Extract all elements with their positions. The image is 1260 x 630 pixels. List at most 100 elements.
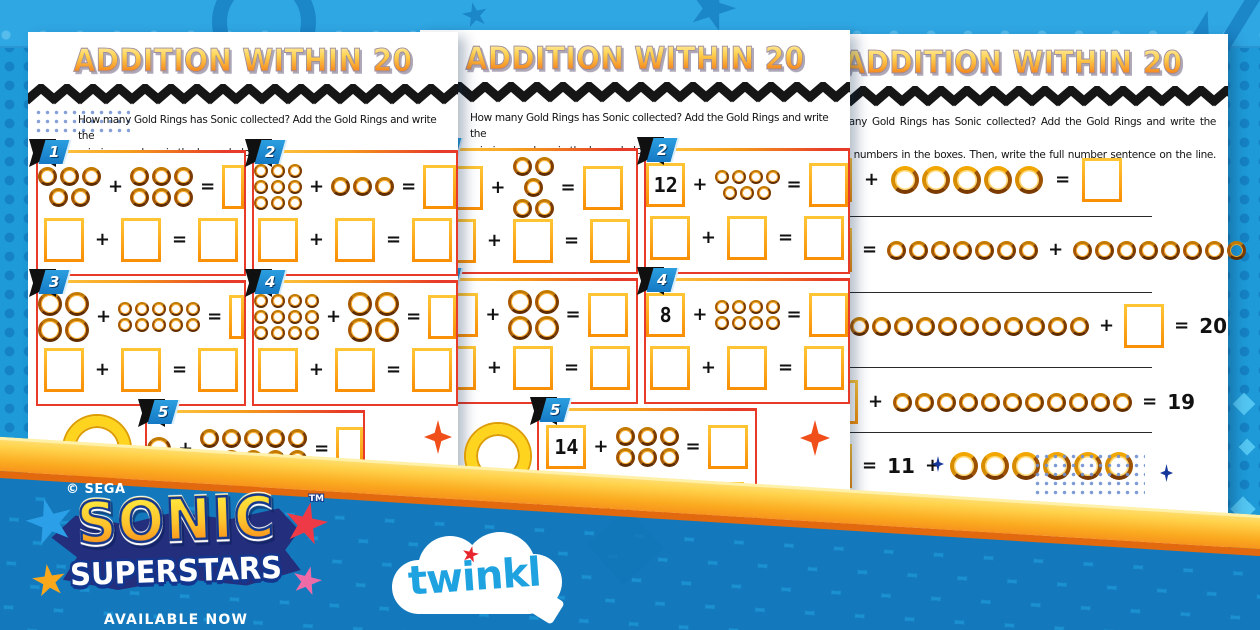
gold-ring-icon	[984, 166, 1013, 194]
gold-ring-icon	[637, 426, 657, 446]
gold-ring-icon	[1070, 316, 1089, 336]
plus-sign: +	[94, 229, 110, 251]
problem-box: 3 + = + =	[29, 269, 246, 406]
gold-ring-icon	[254, 179, 268, 194]
equals-sign: =	[564, 357, 580, 379]
plus-sign: +	[692, 303, 708, 325]
gold-ring-icon	[200, 428, 220, 448]
gold-ring-icon	[765, 169, 780, 184]
gold-ring-icon	[982, 316, 1001, 336]
gold-ring-icon	[348, 317, 373, 342]
gold-ring-group	[38, 166, 101, 208]
cloud-icon	[400, 566, 552, 614]
gold-ring-icon	[887, 240, 907, 260]
problem-badge: 2	[637, 137, 680, 165]
gold-ring-icon	[271, 195, 285, 210]
gold-ring-group	[893, 392, 1133, 413]
gold-ring-icon	[222, 428, 242, 448]
gold-ring-icon	[534, 315, 559, 340]
gold-ring-icon	[748, 315, 763, 330]
plus-sign: +	[692, 173, 708, 195]
available-now-label: AVAILABLE NOW	[103, 612, 249, 628]
gold-ring-icon	[169, 301, 184, 316]
gold-ring-icon	[305, 293, 319, 308]
answer-box	[412, 348, 453, 393]
result-number: 20	[1199, 314, 1228, 338]
plus-sign: +	[94, 359, 110, 381]
plus-sign: +	[486, 230, 502, 251]
gold-ring-icon	[850, 316, 869, 336]
gold-ring-icon	[271, 163, 285, 178]
zigzag-divider	[28, 84, 458, 106]
gold-ring-icon	[71, 187, 90, 207]
gold-ring-group	[118, 301, 201, 333]
gold-ring-icon	[60, 166, 79, 186]
equals-sign: =	[685, 435, 701, 457]
gold-ring-icon	[1047, 392, 1067, 412]
gold-ring-icon	[981, 392, 1001, 412]
gold-ring-icon	[38, 166, 57, 186]
sonic-wordmark: SONIC	[29, 482, 323, 559]
gold-ring-icon	[1161, 240, 1181, 260]
equals-sign: =	[200, 175, 216, 197]
plus-sign: +	[490, 176, 506, 198]
problem-box: 4 8 + = + =	[637, 267, 850, 404]
problem-badge: 3	[29, 269, 72, 297]
gold-ring-icon	[534, 289, 559, 314]
plus-sign: +	[864, 169, 880, 190]
result-number: 19	[1167, 390, 1196, 414]
instructions: How many Gold Rings has Sonic collected?…	[812, 116, 1216, 161]
answer-box	[649, 346, 690, 391]
gold-ring-icon	[288, 293, 302, 308]
gold-ring-group	[38, 291, 89, 343]
gold-ring-icon	[637, 447, 657, 467]
gold-ring-icon	[254, 309, 268, 324]
gold-ring-icon	[271, 293, 285, 308]
value-box: 8	[646, 292, 686, 337]
problem-badge: 1	[29, 139, 72, 167]
gold-ring-group	[1073, 240, 1247, 261]
gold-ring-icon	[975, 240, 995, 260]
gold-ring-icon	[981, 452, 1010, 480]
gold-ring-icon	[731, 315, 746, 330]
gold-ring-icon	[512, 157, 532, 176]
gold-ring-icon	[1095, 240, 1115, 260]
gold-ring-icon	[174, 187, 194, 207]
gold-ring-group	[507, 289, 559, 341]
problem-box: 1 + = + =	[421, 137, 638, 274]
gold-ring-group	[891, 165, 1044, 195]
equals-sign: =	[778, 357, 794, 379]
gold-ring-icon	[960, 316, 979, 336]
value-box: 14	[546, 424, 587, 469]
problem-badge: 2	[245, 139, 288, 167]
answer-box	[257, 348, 298, 393]
gold-ring-icon	[331, 177, 351, 197]
gold-ring-icon	[305, 325, 319, 340]
sentence-row: + = 20	[828, 304, 1227, 348]
gold-ring-icon	[186, 301, 201, 316]
gold-ring-group	[254, 163, 302, 211]
gold-ring-group	[714, 169, 780, 201]
equals-sign: =	[314, 437, 330, 459]
answer-box	[121, 218, 161, 263]
page-title: ADDITION WITHIN 20	[28, 42, 458, 80]
gold-ring-icon	[49, 187, 68, 207]
equals-sign: =	[560, 176, 576, 198]
gold-ring-icon	[118, 317, 133, 332]
answer-box	[804, 346, 845, 391]
worksheet-page-3: ADDITION WITHIN 20 How many Gold Rings h…	[798, 34, 1247, 554]
gold-ring-icon	[523, 178, 543, 197]
gold-ring-icon	[152, 317, 167, 332]
sentence-row: + =	[812, 158, 1123, 202]
gold-ring-group	[828, 316, 1089, 337]
sentence-row: = +	[812, 228, 1247, 272]
gold-ring-icon	[534, 199, 554, 218]
gold-ring-icon	[953, 166, 982, 194]
gold-ring-icon	[507, 289, 532, 314]
gold-ring-icon	[1073, 240, 1093, 260]
gold-ring-icon	[891, 166, 920, 194]
gold-ring-icon	[937, 392, 957, 412]
halftone-patch	[34, 108, 130, 136]
diamond-decoration	[1238, 438, 1256, 456]
